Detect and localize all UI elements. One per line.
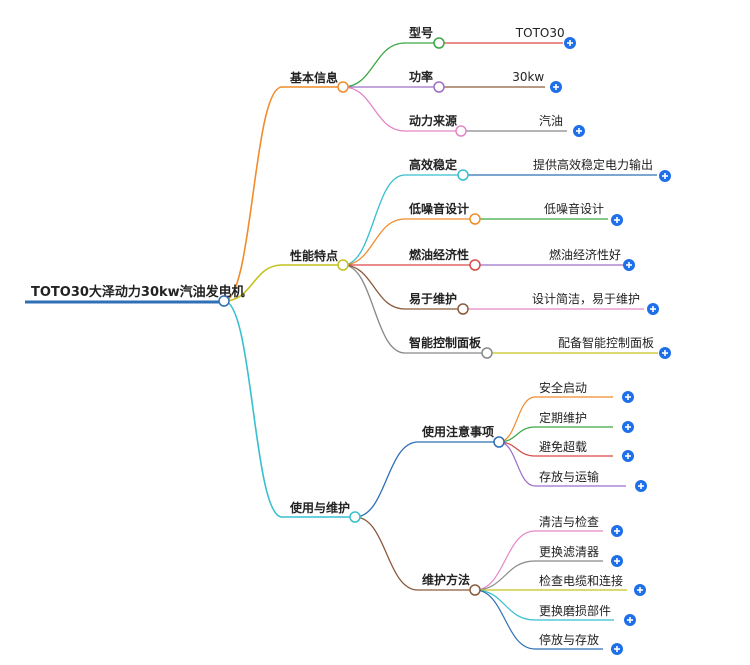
expand-button-2-1-4[interactable] (611, 643, 623, 655)
leaf-connector-1-3 (474, 589, 536, 621)
expand-button-1-3[interactable] (647, 303, 659, 315)
sub-label-2-1: 维护方法 (422, 572, 470, 587)
branch-2-connector-1 (354, 516, 419, 591)
expand-button-1-2[interactable] (623, 259, 635, 271)
leaf-label-1-3: 设计简洁，易于维护 (532, 292, 640, 306)
expand-button-2-1-2[interactable] (634, 584, 646, 596)
branch-node-toggle-2[interactable] (349, 511, 361, 523)
expand-button-2-0-3[interactable] (635, 480, 647, 492)
branch-label-2: 使用与维护 (289, 500, 350, 515)
expand-button-2-1-0[interactable] (611, 525, 623, 537)
expand-button-1-0[interactable] (659, 170, 671, 182)
leaf-label-0-1: 30kw (512, 70, 544, 84)
expand-button-0-0[interactable] (564, 37, 576, 49)
mind-map-connectors (25, 42, 658, 650)
branch-label-0: 基本信息 (289, 70, 338, 85)
leaf-label-1-1: 低噪音设计 (544, 201, 604, 216)
root-connector-1 (223, 264, 283, 302)
sub-label-0-1: 功率 (409, 69, 433, 84)
leaf-label-1-2: 燃油经济性好 (549, 247, 621, 262)
sub-node-toggle-0-1[interactable] (433, 81, 445, 93)
leaf-label-0-2: 汽油 (539, 113, 563, 128)
leaf-label-1-2: 检查电缆和连接 (539, 573, 623, 588)
branch-1-connector-3 (342, 264, 406, 310)
sub-node-toggle-1-0[interactable] (457, 169, 469, 181)
leaf-label-1-3: 更换磨损部件 (539, 603, 611, 618)
leaf-label-1-1: 更换滤清器 (539, 545, 599, 559)
leaf-connector-1-1 (474, 560, 536, 591)
expand-button-2-1-1[interactable] (611, 555, 623, 567)
branch-label-1: 性能特点 (289, 248, 338, 263)
branch-node-toggle-0[interactable] (337, 81, 349, 93)
sub-node-toggle-1-3[interactable] (457, 303, 469, 315)
leaf-label-0-3: 存放与运输 (539, 469, 599, 484)
branch-1-connector-1 (342, 218, 406, 266)
root-connector-0 (223, 86, 283, 302)
sub-node-toggle-1-1[interactable] (469, 213, 481, 225)
branch-1-connector-4 (342, 264, 406, 354)
sub-label-1-4: 智能控制面板 (408, 335, 482, 350)
leaf-label-1-4: 停放与存放 (539, 632, 599, 647)
leaf-label-1-0: 提供高效稳定电力输出 (533, 157, 653, 172)
leaf-label-0-0: 安全启动 (539, 380, 587, 395)
sub-node-toggle-0-0[interactable] (433, 37, 445, 49)
sub-node-toggle-2-0[interactable] (493, 436, 505, 448)
branch-0-connector-0 (342, 42, 406, 88)
leaf-label-0-0: TOTO30 (515, 26, 565, 40)
sub-label-1-0: 高效稳定 (409, 157, 457, 172)
root-node-toggle[interactable] (218, 295, 230, 307)
sub-label-1-3: 易于维护 (409, 291, 457, 306)
leaf-label-0-1: 定期维护 (539, 410, 587, 425)
leaf-connector-1-4 (474, 589, 536, 650)
branch-0-connector-2 (342, 86, 406, 132)
sub-node-toggle-0-2[interactable] (455, 125, 467, 137)
branch-2-connector-0 (354, 441, 419, 518)
sub-label-0-2: 动力来源 (409, 113, 457, 128)
expand-button-2-0-1[interactable] (622, 421, 634, 433)
expand-button-2-0-2[interactable] (622, 450, 634, 462)
sub-node-toggle-1-2[interactable] (469, 259, 481, 271)
expand-button-1-4[interactable] (659, 347, 671, 359)
root-connector-2 (223, 300, 283, 518)
root-topic-label: TOTO30大泽动力30kw汽油发电机 (31, 284, 245, 300)
leaf-label-0-2: 避免超载 (539, 439, 587, 454)
sub-label-2-0: 使用注意事项 (421, 424, 494, 439)
leaf-label-1-0: 清洁与检查 (539, 514, 599, 529)
expand-button-0-1[interactable] (550, 81, 562, 93)
sub-node-toggle-2-1[interactable] (469, 584, 481, 596)
mind-map-nodes: TOTO30大泽动力30kw汽油发电机 基本信息 型号 TOTO30 功率 30kw 动力来… (31, 25, 671, 655)
sub-label-0-0: 型号 (409, 25, 433, 40)
leaf-label-1-4: 配备智能控制面板 (558, 335, 654, 350)
expand-button-0-2[interactable] (573, 125, 585, 137)
expand-button-2-0-0[interactable] (622, 391, 634, 403)
expand-button-1-1[interactable] (611, 214, 623, 226)
branch-node-toggle-1[interactable] (337, 259, 349, 271)
branch-1-connector-0 (342, 174, 406, 266)
sub-label-1-2: 燃油经济性 (409, 247, 469, 262)
sub-label-1-1: 低噪音设计 (408, 201, 469, 216)
expand-button-2-1-3[interactable] (624, 614, 636, 626)
sub-node-toggle-1-4[interactable] (481, 347, 493, 359)
leaf-connector-1-0 (474, 530, 536, 591)
